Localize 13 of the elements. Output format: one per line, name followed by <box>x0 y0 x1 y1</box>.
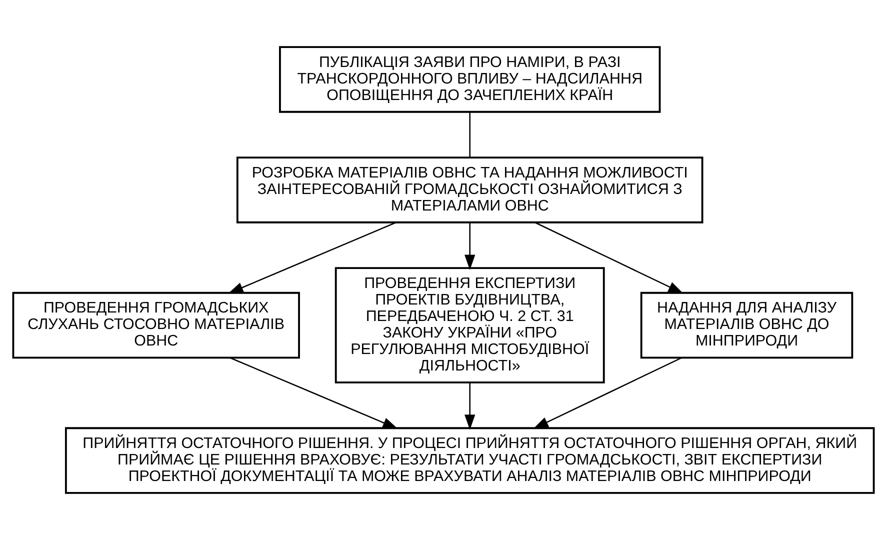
connector <box>469 112 470 158</box>
arrow <box>228 222 397 294</box>
arrow <box>533 357 682 429</box>
arrow <box>534 222 684 294</box>
node-box: РОЗРОБКА МАТЕРІАЛІВ ОВНС ТА НАДАННЯ МОЖЛИВОСТІ ЗАІНТЕРЕСОВАНІЙ ГРОМАДСЬКОСТІ ОЗНАЙОМИТИСЯ З МАТЕРІАЛАМИ ОВНС <box>236 156 704 224</box>
arrow <box>464 222 476 270</box>
node-box: ПРОВЕДЕННЯ ЕКСПЕРТИЗИ ПРОЕКТІВ БУДІВНИЦТВА, ПЕРЕДБАЧЕНОЮ Ч. 2 СТ. 31 ЗАКОНУ УКРАЇНИ «ПРО РЕГУЛЮВАННЯ МІСТОБУДІВНОЇ ДІЯЛЬНОСТІ» <box>334 267 605 384</box>
node-box: ПУБЛІКАЦІЯ ЗАЯВИ ПРО НАМІРИ, В РАЗІ ТРАНСКОРДОННОГО ВПЛИВУ – НАДСИЛАННЯ ОПОВІЩЕННЯ ДО ЗАЧЕПЛЕНИХ КРАЇН <box>279 46 661 113</box>
node-box: НАДАННЯ ДЛЯ АНАЛІЗУ МАТЕРІАЛІВ ОВНС ДО МІНПРИРОДИ <box>640 292 854 359</box>
arrow <box>229 357 398 429</box>
node-box: ПРИЙНЯТТЯ ОСТАТОЧНОГО РІШЕННЯ. У ПРОЦЕСІ ПРИЙНЯТТЯ ОСТАТОЧНОГО РІШЕННЯ ОРГАН, ЯКИЙ ПРИЙМАЄ ЦЕ РІШЕННЯ ВРАХОВУЄ: РЕЗУЛЬТАТИ УЧАСТІ ГРОМАДСЬКОСТІ, ЗВІТ ЕКСПЕРТИЗИ ПРОЕКТНОЇ ДОКУМЕНТАЦІЇ ТА МОЖЕ ВРАХУВАТИ АНАЛІЗ МАТЕРІАЛІВ ОВНС МІНПРИРОДИ <box>64 427 875 494</box>
arrow <box>464 382 476 430</box>
node-box: ПРОВЕДЕННЯ ГРОМАДСЬКИХ СЛУХАНЬ СТОСОВНО МАТЕРІАЛІВ ОВНС <box>12 292 300 359</box>
